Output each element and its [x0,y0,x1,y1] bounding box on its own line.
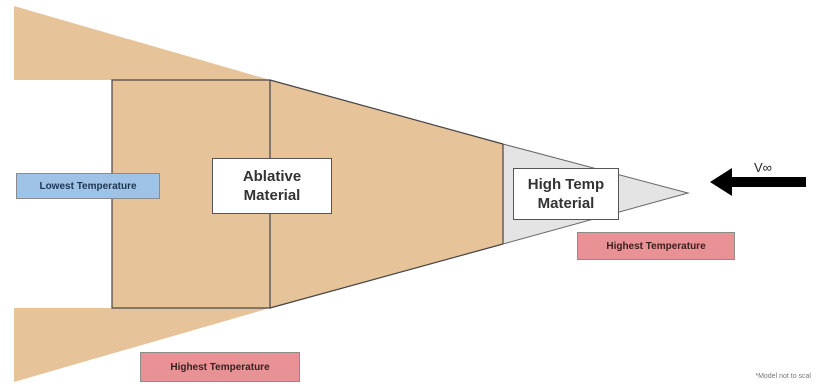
upper-fin [14,6,270,80]
highest-temperature-tag-tip: Highest Temperature [577,232,735,260]
velocity-label: V∞ [754,160,772,175]
top-edge-line [269,79,504,145]
highest-temperature-tag-bottom: Highest Temperature [140,352,300,382]
high-temp-material-label: High Temp Material [513,168,619,220]
lowest-temperature-tag: Lowest Temperature [16,173,160,199]
footnote: *Model not to scal [755,373,811,380]
ablative-material-label: Ablative Material [212,158,332,214]
lower-fin [14,308,270,382]
bottom-edge-line [269,243,504,309]
freestream-arrow-icon [710,168,806,196]
